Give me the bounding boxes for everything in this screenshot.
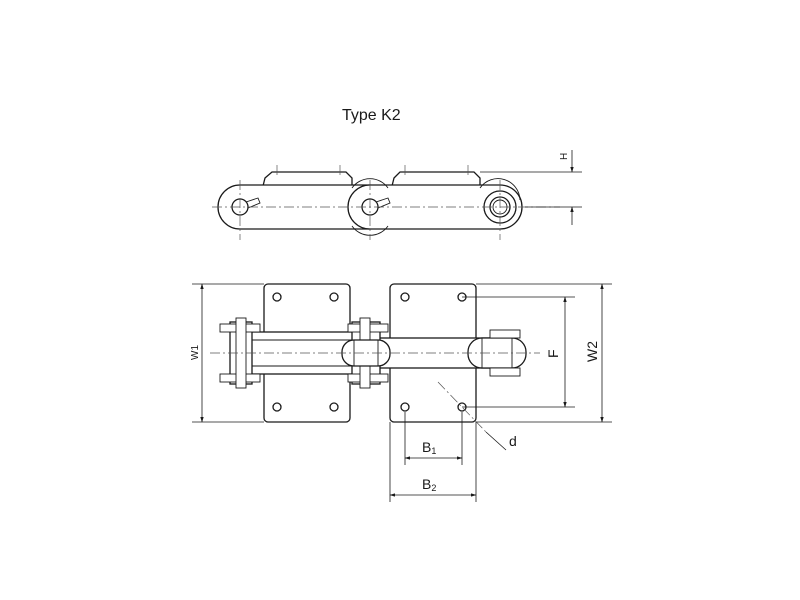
bolt-hole: [329, 402, 339, 412]
dimension-label-w1: W1: [190, 345, 201, 360]
dimension-label-d: d: [509, 433, 517, 449]
side-view: H: [212, 150, 582, 240]
top-view: W1 F W2 d B1 B2: [190, 283, 612, 502]
dimension-label-w2: W2: [584, 341, 600, 362]
bolt-hole: [272, 292, 282, 302]
dimension-label-b2: B2: [422, 476, 436, 493]
dimension-label-f: F: [545, 349, 561, 358]
bolt-hole: [400, 292, 410, 302]
dimension-label-h: H: [559, 153, 570, 160]
dimension-label-b1: B1: [422, 439, 436, 456]
diagram-title: Type K2: [342, 107, 401, 124]
bolt-hole: [272, 402, 282, 412]
bolt-hole: [329, 292, 339, 302]
bolt-hole: [400, 402, 410, 412]
